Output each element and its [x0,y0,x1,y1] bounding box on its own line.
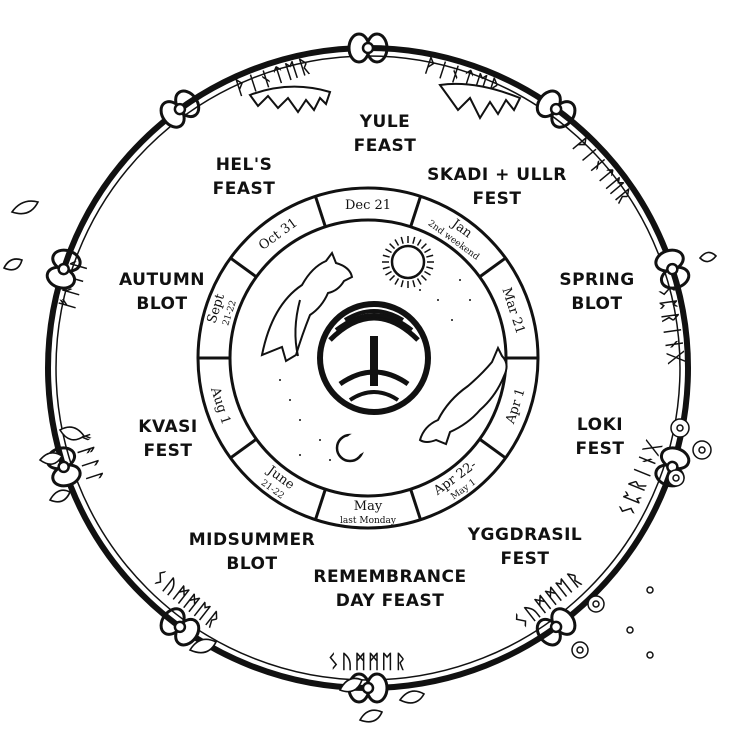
wolf-icon [418,345,508,446]
feast-label: REMEMBRANCE DAY FEAST [313,567,466,611]
feast-label: HEL'S FEAST [213,155,276,199]
knot-icon [347,32,389,64]
leaf-icon [2,258,23,271]
date-dividers [198,195,538,521]
leaf-icon [398,690,426,704]
knot-icon [159,607,201,647]
knots [45,32,691,704]
feast-name: MIDSUMMER [189,530,315,550]
feast-name: YGGDRASIL [467,525,582,545]
knot-icon [654,248,691,290]
feast-label: AUTUMN BLOT [119,270,205,314]
feast-labels: YULE FEAST SKADI + ULLR FEST SPRING BLOT LOKI F… [119,112,634,611]
feast-name-line2: DAY FEAST [336,591,445,611]
leaf-icon [338,677,364,693]
tree-of-life-icon [317,301,431,415]
leaf-icon [188,638,218,654]
feast-label: SKADI + ULLR FEST [427,165,567,209]
feast-label: LOKI FEST [575,415,624,459]
feast-label: SPRING BLOT [559,270,634,314]
knot-icon [535,89,577,129]
knot-icon [45,446,82,488]
wolf-icon [260,250,354,363]
feast-label: YGGDRASIL FEST [467,525,582,569]
feast-name-line2: FEAST [213,179,276,199]
leaf-icon [58,426,86,441]
feast-name: KVASI [138,417,197,437]
feast-name-line2: FEST [143,441,192,461]
feast-name: YULE [359,112,411,132]
moon-icon [335,433,367,463]
leaf-icon [38,452,64,465]
knot-icon [159,89,201,129]
knot-icon [535,607,577,647]
knot-icon [347,672,389,704]
feast-name-line2: BLOT [226,554,277,574]
leaf-icon [358,709,384,723]
date-label: May last Monday [340,499,397,526]
season-rune: ᛊᚢᛗᛗᛖᚱ [328,651,408,673]
date-text: May [354,499,383,514]
feast-label: KVASI FEST [138,417,197,461]
date-subtext: last Monday [340,516,397,526]
feast-name: HEL'S [216,155,273,175]
feast-label: MIDSUMMER BLOT [189,530,315,574]
leaf-icon [10,200,40,215]
decorations [2,82,718,723]
feast-label: YULE FEAST [354,112,417,156]
feast-name: AUTUMN [119,270,205,290]
feast-name-line2: FEAST [354,136,417,156]
date-label: Dec 21 [345,198,391,213]
feast-name: LOKI [577,415,623,435]
knot-icon [45,248,82,290]
date-text: Dec 21 [345,198,391,213]
feast-name-line2: FEST [575,439,624,459]
feast-name: SKADI + ULLR [427,165,567,185]
sun-icon [382,236,434,288]
feast-name-line2: BLOT [136,294,187,314]
feast-name: SPRING [559,270,634,290]
leaf-icon [48,489,72,503]
feast-name-line2: FEST [472,189,521,209]
feast-name-line2: FEST [500,549,549,569]
leaf-icon [698,251,718,263]
petal-icon [646,586,654,594]
season-rune: ᚹᛁᚾᛏᛖᚱ [568,133,637,209]
feast-name-line2: BLOT [571,294,622,314]
feast-name: REMEMBRANCE [313,567,466,587]
snow-icon [438,82,522,121]
petal-icon [626,626,634,634]
snow-icon [248,85,332,114]
petal-icon [646,651,654,659]
